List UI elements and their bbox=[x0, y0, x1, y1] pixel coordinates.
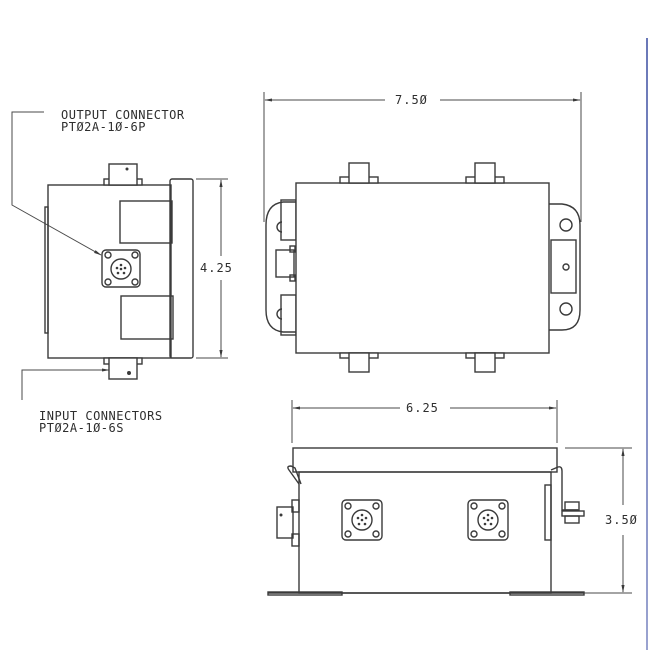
top-body bbox=[295, 182, 550, 354]
side-flange bbox=[169, 178, 194, 359]
side-view bbox=[11, 111, 228, 400]
top-right-tab bbox=[550, 239, 577, 294]
output-connector-part: PTØ2A-1Ø-6P bbox=[61, 120, 146, 134]
dimension-side-height: 4.25 bbox=[197, 261, 236, 275]
top-view bbox=[263, 92, 582, 373]
output-connector-label: OUTPUT CONNECTOR PTØ2A-1Ø-6P bbox=[61, 109, 185, 133]
input-leader bbox=[21, 368, 110, 400]
output-connector-title: OUTPUT CONNECTOR bbox=[61, 108, 185, 122]
dimension-front-width: 6.25 bbox=[403, 401, 442, 415]
front-view bbox=[267, 400, 632, 596]
front-lid bbox=[292, 447, 558, 473]
dimension-top-width: 7.5Ø bbox=[392, 93, 431, 107]
output-leader bbox=[11, 111, 102, 256]
input-connector-2-icon bbox=[467, 499, 509, 541]
output-connector-icon bbox=[101, 249, 141, 288]
input-connectors-label: INPUT CONNECTORS PTØ2A-1Ø-6S bbox=[39, 410, 163, 434]
side-block-top bbox=[119, 200, 173, 244]
scan-edge bbox=[646, 38, 648, 650]
input-connectors-part: PTØ2A-1Ø-6S bbox=[39, 421, 124, 435]
front-body bbox=[298, 471, 552, 594]
input-connector-1-icon bbox=[341, 499, 383, 541]
side-block-bottom bbox=[120, 295, 174, 340]
dimension-front-height: 3.5Ø bbox=[602, 513, 641, 527]
side-body bbox=[47, 184, 172, 359]
input-connectors-title: INPUT CONNECTORS bbox=[39, 409, 163, 423]
